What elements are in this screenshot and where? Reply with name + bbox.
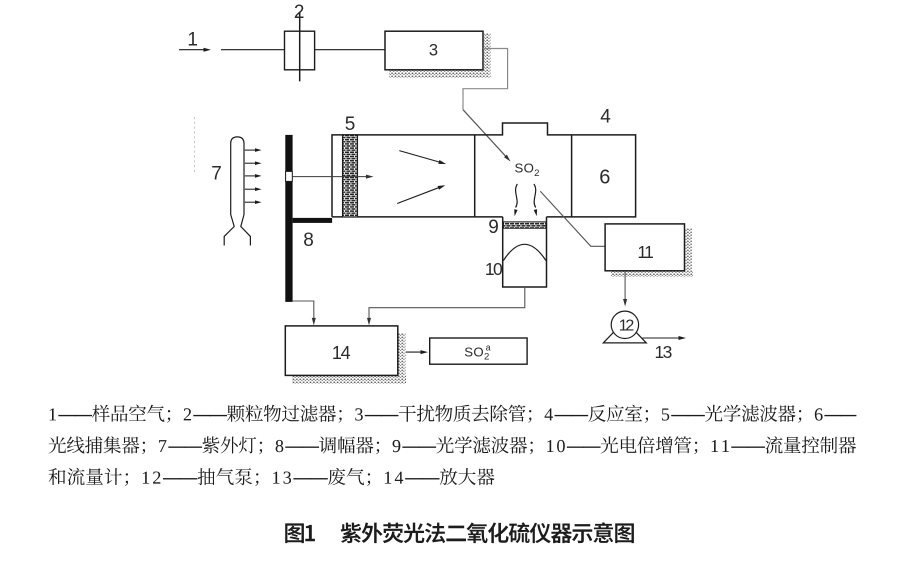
svg-text:8: 8 (303, 230, 314, 251)
svg-text:5: 5 (345, 114, 356, 135)
svg-text:13: 13 (654, 342, 671, 362)
svg-text:4: 4 (600, 107, 611, 128)
svg-text:6: 6 (599, 167, 610, 189)
svg-text:9: 9 (488, 217, 499, 238)
svg-text:11: 11 (637, 242, 653, 262)
svg-text:7: 7 (211, 164, 222, 185)
svg-text:2: 2 (294, 2, 305, 23)
svg-text:SO2: SO2 (515, 161, 540, 179)
svg-text:3: 3 (429, 42, 438, 60)
svg-text:1: 1 (187, 30, 198, 51)
svg-text:10: 10 (485, 259, 503, 279)
svg-text:12: 12 (619, 318, 635, 335)
svg-text:14: 14 (332, 343, 351, 363)
